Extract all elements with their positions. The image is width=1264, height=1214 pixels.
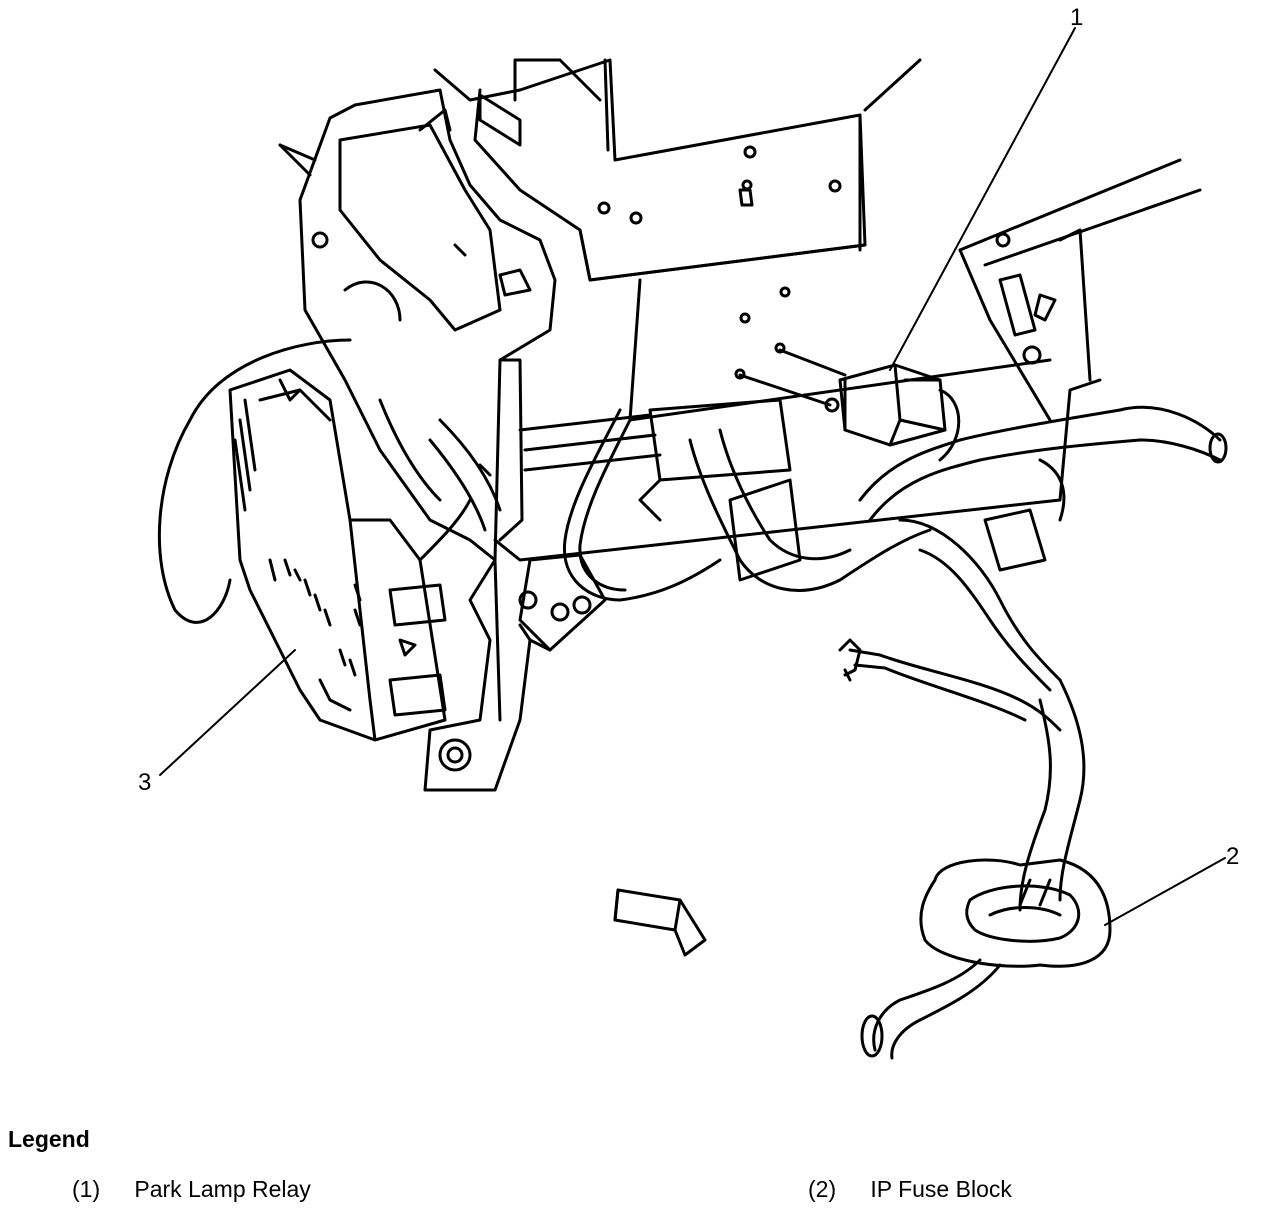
left-support-bracket (278, 88, 557, 562)
legend-item-number: (2) (808, 1176, 837, 1202)
dash-panel-structure (433, 58, 922, 282)
callout-2-leader (1104, 857, 1226, 926)
grommet (860, 858, 1112, 1060)
lower-mounting-bracket (423, 558, 552, 792)
legend-title: Legend (8, 1126, 90, 1152)
callout-leader-lines (159, 27, 1226, 926)
legend: Legend (1) Park Lamp Relay (2) IP Fuse B… (0, 1118, 1264, 1214)
forward-direction-arrow-icon (613, 888, 707, 957)
park-lamp-relay-location-diagram: 1 2 3 (138, 4, 1239, 1060)
pigtail-wire (838, 638, 1062, 732)
callout-2-number: 2 (1226, 843, 1239, 870)
harness-loop-outline (157, 338, 352, 624)
ground-studs (518, 553, 607, 652)
callout-1-number: 1 (1070, 4, 1083, 31)
wiring-harness (378, 398, 1228, 912)
legend-item: (1) Park Lamp Relay (72, 1176, 311, 1203)
body-control-module-connector (228, 368, 472, 742)
right-side-panel (958, 158, 1202, 422)
callout-3-number: 3 (138, 769, 151, 796)
legend-item-label: IP Fuse Block (870, 1176, 1012, 1202)
callout-3-leader (159, 649, 296, 776)
park-lamp-relay (738, 348, 961, 462)
legend-item: (2) IP Fuse Block (808, 1176, 1012, 1203)
legend-item-number: (1) (72, 1176, 101, 1202)
legend-item-label: Park Lamp Relay (134, 1176, 311, 1202)
callout-1-leader (889, 27, 1076, 371)
